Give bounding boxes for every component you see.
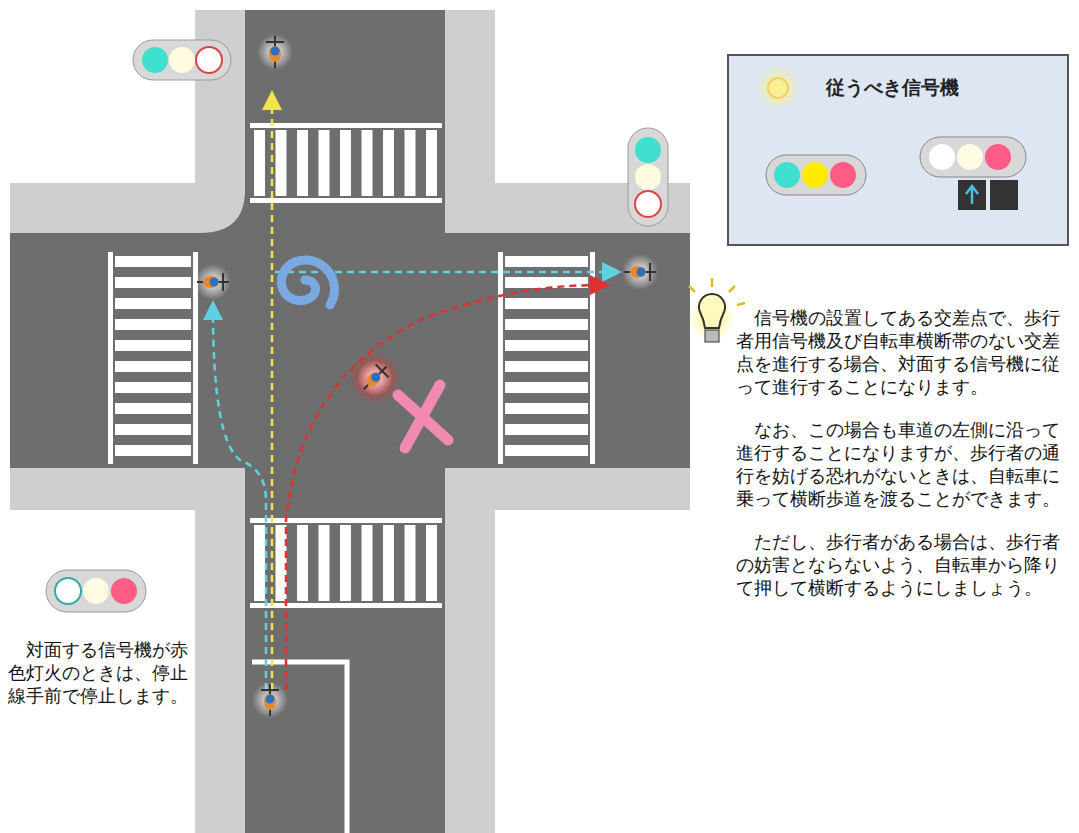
crosswalk-stripe	[297, 525, 308, 601]
crosswalk-stripe	[297, 130, 308, 196]
crosswalk-stripe	[426, 525, 437, 601]
crosswalk-stripe	[254, 130, 265, 196]
crosswalk-stripe	[505, 424, 588, 435]
explanation-text: 信号機の設置してある交差点で、歩行者用信号機及び自転車横断帯のない交差点を進行す…	[736, 306, 1066, 619]
crosswalk-stripe	[115, 319, 191, 330]
crosswalk-stripe	[426, 130, 437, 196]
crosswalk-stripe	[362, 525, 373, 601]
crosswalk-stripe	[115, 382, 191, 393]
crosswalk-stripe	[505, 298, 588, 309]
crosswalk-stripe	[319, 525, 330, 601]
crosswalk-stripe	[505, 256, 588, 267]
panel-title: 従うべき信号機	[826, 75, 1058, 101]
crosswalk-stripe	[115, 256, 191, 267]
crosswalk-stripe	[405, 130, 416, 196]
crosswalk-stripe	[505, 361, 588, 372]
crosswalk-stripe	[505, 445, 588, 456]
crosswalk-stripe	[505, 403, 588, 414]
crosswalk-stripe	[383, 525, 394, 601]
crosswalk-stripe	[115, 340, 191, 351]
crosswalk-stripe	[115, 403, 191, 414]
crosswalk-stripe	[340, 525, 351, 601]
crosswalk-stripe	[405, 525, 416, 601]
crosswalk-stripe	[115, 445, 191, 456]
crosswalk-stripe	[115, 424, 191, 435]
crosswalk-stripe	[505, 340, 588, 351]
crosswalk-stripe	[254, 525, 265, 601]
crosswalk-stripe	[340, 130, 351, 196]
crosswalk-stripe	[115, 277, 191, 288]
crosswalk-stripe	[115, 361, 191, 372]
crosswalk-stripe	[115, 298, 191, 309]
note-paragraph: なお、この場合も車道の左側に沿って進行することになりますが、歩行者の通行を妨げる…	[736, 418, 1066, 510]
note-paragraph: 信号機の設置してある交差点で、歩行者用信号機及び自転車横断帯のない交差点を進行す…	[736, 306, 1066, 398]
note-paragraph: 対面する信号機が赤色灯火のときは、停止線手前で停止します。	[8, 638, 190, 707]
crosswalk-stripe	[276, 130, 287, 196]
crosswalk-stripe	[319, 130, 330, 196]
crosswalk-stripe	[505, 319, 588, 330]
crosswalk-stripe	[383, 130, 394, 196]
crosswalk-stripe	[362, 130, 373, 196]
stop-note: 対面する信号機が赤色灯火のときは、停止線手前で停止します。	[8, 638, 190, 727]
legend-panel: 従うべき信号機	[728, 55, 1068, 111]
note-paragraph: ただし、歩行者がある場合は、歩行者の妨害とならないよう、自転車から降りて押して横…	[736, 530, 1066, 599]
crosswalk-stripe	[505, 382, 588, 393]
